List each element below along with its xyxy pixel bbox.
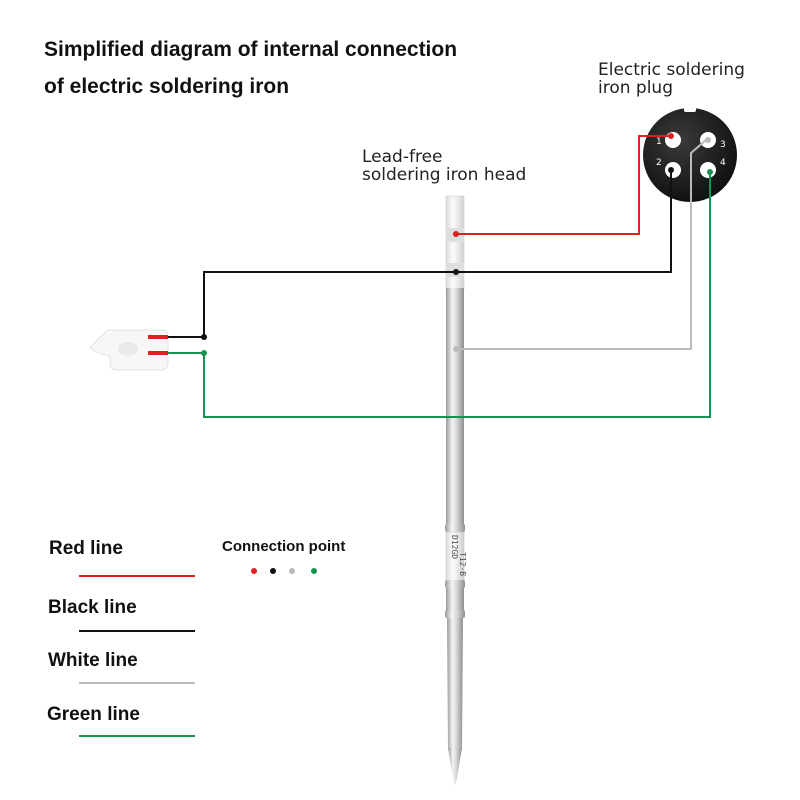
plug-key-notch: [684, 106, 696, 112]
white-wire: [456, 139, 707, 350]
plug-pin-3-number: 3: [720, 140, 726, 150]
black-wire: [168, 172, 672, 338]
plug-label-line2: iron plug: [598, 78, 673, 98]
legend-connection-point-green: [311, 568, 317, 574]
heater-core: [118, 342, 138, 356]
connection-point-red-tip: [453, 231, 459, 237]
connection-point-green-heater: [201, 350, 207, 356]
legend-connection-point-white: [289, 568, 295, 574]
legend: Red line Black line White line Green lin…: [47, 538, 345, 737]
tip-marking-model: D12GD: [450, 535, 459, 559]
connection-point-white-tip: [453, 346, 459, 352]
tip-ring-upper: [445, 524, 465, 532]
connection-point-red-plug: [668, 133, 674, 139]
diagram-title-line2: of electric soldering iron: [44, 75, 289, 98]
legend-green-label: Green line: [47, 704, 140, 725]
tip-mid-section: [446, 588, 464, 612]
tip-ring-middle: [445, 580, 465, 588]
legend-white-label: White line: [48, 650, 138, 671]
tip-shaft: [446, 288, 464, 528]
plug-label-line1: Electric soldering: [598, 60, 745, 80]
connection-point-green-plug: [707, 169, 713, 175]
tip-marking-type: T12-B: [458, 552, 467, 576]
tip-lower-shaft: [447, 618, 463, 748]
connection-point-white-plug: [705, 137, 711, 143]
diagram-title-line1: Simplified diagram of internal connectio…: [44, 38, 457, 61]
red-wire: [456, 135, 671, 235]
connection-point-black-plug: [668, 167, 674, 173]
plug-pin-1-number: 1: [656, 137, 662, 147]
heater-element: [89, 329, 169, 371]
head-label-line1: Lead-free: [362, 147, 443, 167]
heater-lead-top: [148, 335, 168, 339]
legend-black-label: Black line: [48, 597, 137, 618]
heater-lead-bottom: [148, 351, 168, 355]
connection-point-black-tip: [453, 269, 459, 275]
legend-connection-point-black: [270, 568, 276, 574]
tip-point: [448, 748, 462, 786]
plug-pin-2-number: 2: [656, 158, 662, 168]
head-label-line2: soldering iron head: [362, 165, 526, 185]
legend-red-label: Red line: [49, 538, 123, 559]
legend-connection-point-red: [251, 568, 257, 574]
legend-connection-point-label: Connection point: [222, 538, 345, 555]
plug-pin-4-number: 4: [720, 158, 726, 168]
green-wire: [168, 172, 711, 418]
soldering-tip: D12GD T12-B: [445, 195, 467, 786]
connection-point-black-heater: [201, 334, 207, 340]
tip-ring-lower: [445, 610, 465, 618]
